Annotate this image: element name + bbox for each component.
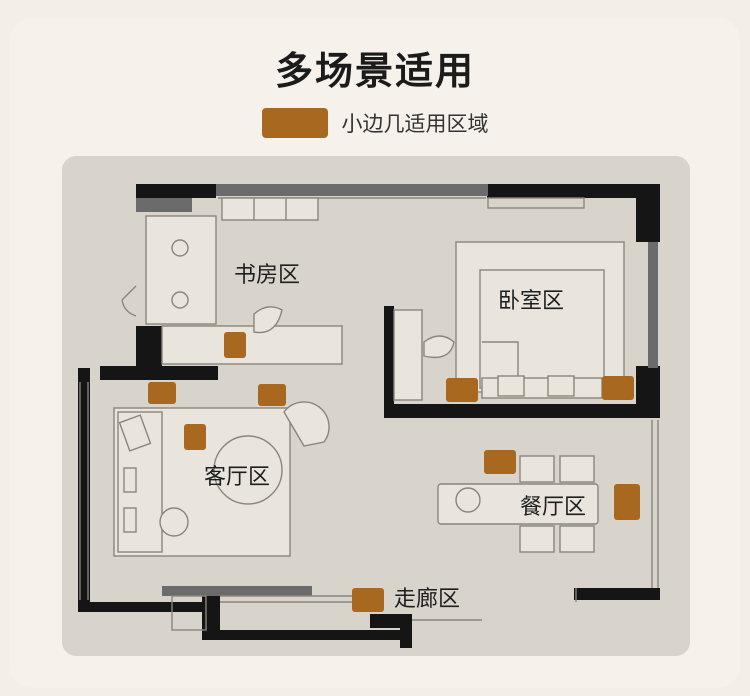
floor-plan-svg: 书房区 卧室区 客厅区 餐厅区 走廊区 (62, 156, 690, 656)
marker-corridor (352, 588, 384, 612)
wall-top-gray-mid (216, 184, 488, 196)
bedroom-chair (423, 335, 455, 359)
wall-left (78, 368, 90, 612)
window-top-right-strip (487, 197, 585, 209)
bedroom-blanket-fold (482, 341, 519, 376)
zone-label-corridor: 走廊区 (394, 587, 460, 612)
windows (79, 197, 659, 631)
living-sofa-cushion-1 (123, 467, 137, 493)
legend-label: 小边几适用区域 (341, 112, 489, 136)
side-table-markers (148, 332, 640, 612)
bedroom-nightstand-2 (547, 375, 575, 397)
living-side-stool (159, 507, 189, 537)
living-sofa-cushion-2 (123, 507, 137, 533)
study-desk (161, 325, 343, 365)
marker-dining-1 (484, 450, 516, 474)
window-bottom-inset (171, 595, 207, 631)
page-title: 多场景适用 (274, 49, 475, 93)
zone-labels: 书房区 卧室区 客厅区 餐厅区 走廊区 (204, 263, 586, 612)
living-sofa-arm (118, 414, 152, 452)
wall-right-gray (648, 242, 658, 368)
bedroom-nightstand-1 (497, 375, 525, 397)
wall-bedroom-bottom (384, 404, 658, 418)
wall-top-right (487, 184, 659, 198)
wall-right-lower (636, 366, 660, 418)
dining-chair-bottom-1 (519, 525, 555, 553)
wall-bottom-run (202, 630, 412, 640)
wall-right-upper (636, 184, 660, 242)
marker-living-2 (258, 384, 286, 406)
dining-furniture (437, 455, 599, 553)
walls (78, 184, 660, 648)
wall-bottom-right (574, 588, 660, 600)
walls-gray (136, 184, 658, 596)
zone-label-bedroom: 卧室区 (498, 289, 564, 314)
legend-swatch (261, 108, 328, 138)
study-furniture (121, 215, 343, 365)
dining-chair-top-1 (519, 455, 555, 483)
study-shelf-knob-2 (171, 291, 189, 309)
dining-chair-bottom-2 (559, 525, 595, 553)
bedroom-wardrobe (393, 309, 423, 401)
wall-bottom-gray (162, 586, 312, 596)
marker-living-3 (184, 424, 206, 450)
living-coffee-table (213, 435, 283, 505)
wall-mid-stub (100, 366, 218, 380)
bedroom-bed (479, 269, 605, 389)
bedroom-furniture (393, 241, 625, 401)
study-shelf-knob-1 (171, 239, 189, 257)
wall-top-left (136, 184, 216, 198)
wall-corridor-post (400, 614, 412, 648)
dining-chair-top-2 (559, 455, 595, 483)
marker-bedroom-2 (602, 376, 634, 400)
living-furniture (113, 401, 330, 557)
marker-bedroom-1 (446, 378, 478, 402)
window-top-cabinet (221, 197, 319, 221)
zone-label-living: 客厅区 (204, 465, 270, 490)
dining-plate (455, 487, 481, 513)
study-chair (253, 306, 283, 334)
zone-label-study: 书房区 (234, 263, 300, 288)
marker-dining-2 (614, 484, 640, 520)
wall-top-gray-left (136, 198, 192, 212)
marker-living-1 (148, 382, 176, 404)
zone-label-dining: 餐厅区 (520, 495, 586, 520)
wall-bottom-left (78, 602, 206, 612)
wall-mid-left (136, 326, 162, 368)
living-armchair (283, 401, 330, 447)
study-door-swing (121, 285, 137, 317)
floor-plan: 书房区 卧室区 客厅区 餐厅区 走廊区 (62, 156, 690, 656)
legend: 小边几适用区域 (0, 108, 750, 138)
wall-bedroom-left (384, 306, 394, 416)
marker-study (224, 332, 246, 358)
